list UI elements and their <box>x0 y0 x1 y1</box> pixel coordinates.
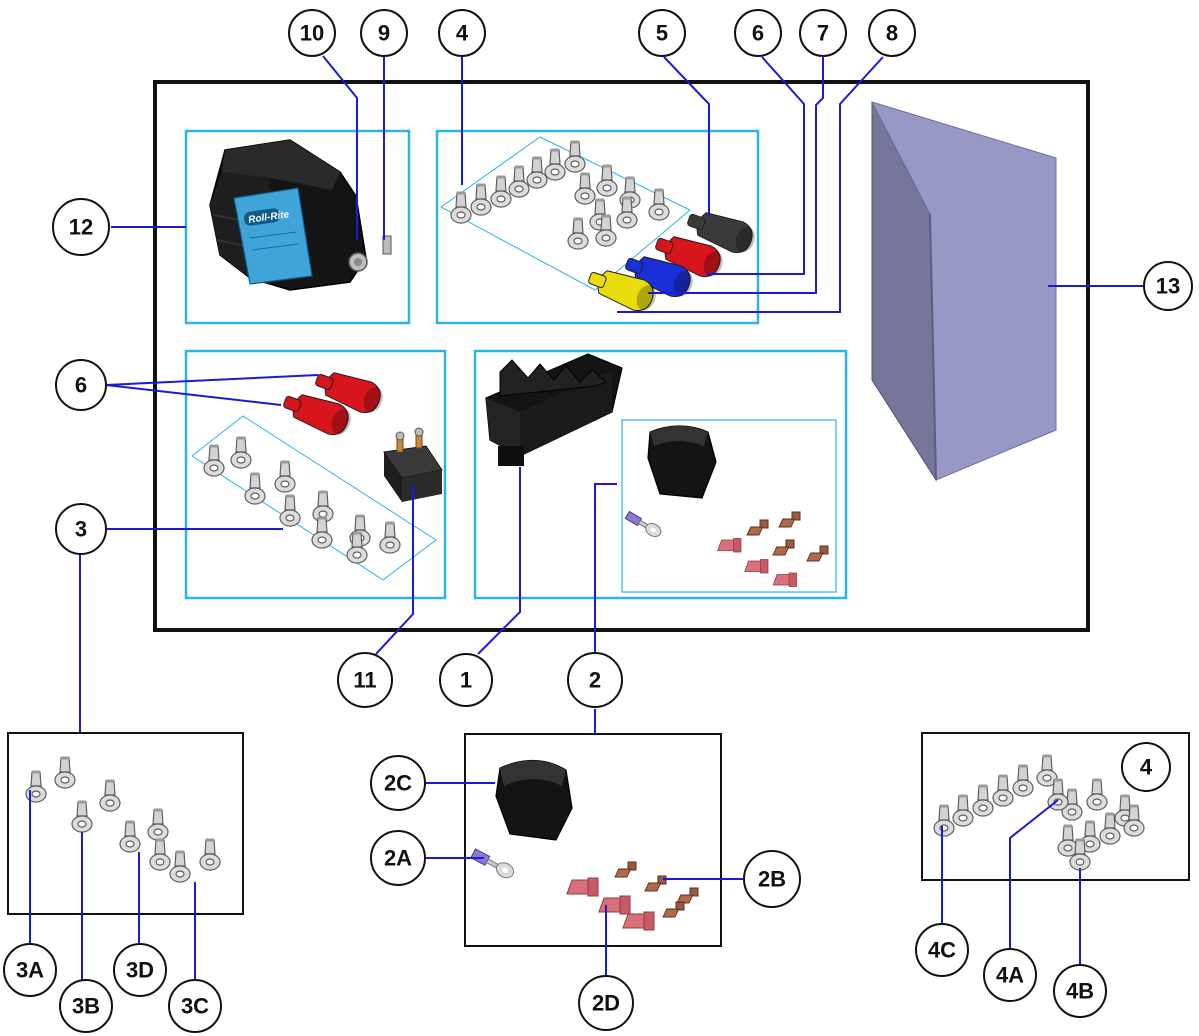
svg-text:6: 6 <box>75 373 87 398</box>
callout-13: 13 <box>1144 262 1192 310</box>
connectors-small <box>718 512 828 587</box>
callout-8: 8 <box>869 10 915 56</box>
svg-text:10: 10 <box>300 21 324 46</box>
svg-text:3B: 3B <box>72 994 100 1019</box>
svg-text:7: 7 <box>817 21 829 46</box>
callout-5: 5 <box>639 10 685 56</box>
svg-text:4: 4 <box>456 21 469 46</box>
svg-text:3A: 3A <box>16 958 44 983</box>
callout-6-left: 6 <box>56 360 106 410</box>
svg-text:2: 2 <box>589 668 601 693</box>
connectors-detail <box>567 862 698 930</box>
callout-4: 4 <box>439 10 485 56</box>
manual-booklet <box>872 102 1056 480</box>
callout-11: 11 <box>338 653 392 707</box>
svg-text:2A: 2A <box>384 846 412 871</box>
svg-text:2D: 2D <box>592 991 620 1016</box>
svg-text:9: 9 <box>378 21 390 46</box>
callout-3: 3 <box>56 504 106 554</box>
svg-text:3: 3 <box>75 517 87 542</box>
callout-4c: 4C <box>916 924 968 976</box>
svg-text:4C: 4C <box>928 938 956 963</box>
callout-3b: 3B <box>60 980 112 1032</box>
svg-text:5: 5 <box>656 21 668 46</box>
callout-7: 7 <box>800 10 846 56</box>
svg-text:2B: 2B <box>758 867 786 892</box>
terminals-4-detail <box>934 756 1144 870</box>
svg-text:11: 11 <box>353 668 376 693</box>
callout-4b: 4B <box>1054 965 1106 1017</box>
svg-text:2C: 2C <box>384 771 412 796</box>
terminals-3-detail <box>26 758 220 882</box>
callout-3d: 3D <box>114 944 166 996</box>
callout-2d: 2D <box>579 976 633 1030</box>
detail-box-2 <box>465 734 721 946</box>
callout-9: 9 <box>361 10 407 56</box>
callout-6-top: 6 <box>735 10 781 56</box>
wire-terminal-detail <box>470 847 516 880</box>
callout-2b: 2B <box>744 851 800 907</box>
callout-12: 12 <box>53 199 109 255</box>
svg-text:4B: 4B <box>1066 979 1094 1004</box>
mounting-bracket <box>486 354 622 466</box>
callout-4a: 4A <box>984 949 1036 1001</box>
callout-3c: 3C <box>169 980 221 1032</box>
svg-text:8: 8 <box>886 21 898 46</box>
callout-2: 2 <box>568 653 622 707</box>
svg-text:3D: 3D <box>126 958 154 983</box>
svg-text:6: 6 <box>752 21 764 46</box>
callout-4-box: 4 <box>1122 743 1170 791</box>
rocker-switch-small <box>648 426 716 498</box>
wire-terminal-small <box>624 510 663 539</box>
svg-text:3C: 3C <box>181 994 209 1019</box>
svg-text:4: 4 <box>1140 755 1153 780</box>
callout-2c: 2C <box>371 756 425 810</box>
callout-3a: 3A <box>4 944 56 996</box>
svg-text:13: 13 <box>1156 274 1180 299</box>
rocker-switch-detail <box>496 760 572 840</box>
svg-text:4A: 4A <box>996 963 1024 988</box>
callout-2a: 2A <box>371 831 425 885</box>
svg-text:12: 12 <box>69 215 93 240</box>
callout-10: 10 <box>289 10 335 56</box>
callout-1: 1 <box>440 654 492 706</box>
controller-unit: Roll-Rite <box>210 140 391 290</box>
svg-text:1: 1 <box>460 668 472 693</box>
